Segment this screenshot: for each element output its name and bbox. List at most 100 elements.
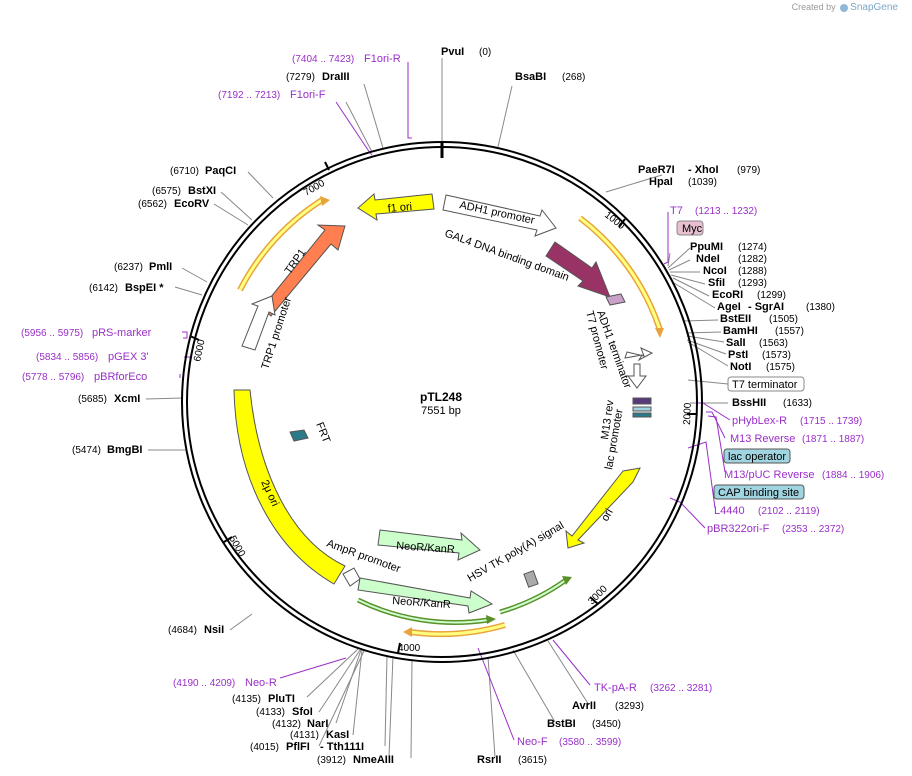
neo-kan-arrow-2 bbox=[357, 577, 494, 614]
primer-pos: (2353 .. 2372) bbox=[782, 524, 844, 535]
cap-box bbox=[632, 412, 652, 418]
enzyme-pos: (3912) bbox=[317, 755, 346, 766]
enzyme-name: NdeI bbox=[696, 253, 720, 265]
primer-name: pGEX 3' bbox=[108, 351, 149, 363]
hsv-polya-box bbox=[523, 570, 539, 588]
f1-ori-arrow bbox=[357, 193, 435, 222]
snapgene-logo-icon bbox=[840, 3, 849, 12]
enzyme-pos: (1575) bbox=[766, 362, 795, 373]
plasmid-size: 7551 bp bbox=[421, 405, 461, 417]
enzyme-pos: (3615) bbox=[518, 755, 547, 766]
primer-pos: (4190 .. 4209) bbox=[173, 678, 235, 689]
enzyme-pos: (3293) bbox=[615, 701, 644, 712]
enzyme-name: NmeAIII bbox=[353, 754, 394, 766]
enzyme-name: PaeR7I bbox=[638, 164, 675, 176]
enzyme-name: PstI bbox=[728, 349, 748, 361]
feature-frt-label: FRT bbox=[313, 421, 332, 445]
enzyme-pos: (1505) bbox=[769, 314, 798, 325]
enzyme-name: BspEI * bbox=[125, 282, 164, 294]
primer-name: M13/pUC Reverse bbox=[724, 469, 814, 481]
primer-name: M13 Reverse bbox=[730, 433, 795, 445]
enzyme-name: EcoRV bbox=[174, 198, 210, 210]
enzyme-name: XcmI bbox=[114, 393, 140, 405]
boxed-features: Myc T7 terminator lac operator CAP bindi… bbox=[676, 220, 805, 500]
primer-name: L4440 bbox=[714, 505, 745, 517]
adh1-terminator-box bbox=[605, 293, 626, 306]
ruler-ticks bbox=[189, 161, 697, 654]
feature-ori-label: ori bbox=[599, 507, 616, 524]
primer-name: Neo-F bbox=[517, 736, 548, 748]
primer-pos: (7404 .. 7423) bbox=[292, 54, 354, 65]
enzyme-name: DraIII bbox=[322, 71, 350, 83]
enzyme-pos: (4131) bbox=[290, 730, 319, 741]
enzyme-pos: (1293) bbox=[738, 278, 767, 289]
tick-2000: 2000 bbox=[682, 402, 694, 425]
enzyme-name: NarI bbox=[307, 718, 328, 730]
enzyme-pos: (1039) bbox=[688, 177, 717, 188]
enzyme-name: SfiI bbox=[708, 277, 725, 289]
enzyme-name: PvuI bbox=[441, 46, 464, 58]
left-enzymes: (7279) DraIII (6710) PaqCI (6575) BstXI … bbox=[72, 71, 394, 766]
t7-terminator-label: T7 terminator bbox=[732, 379, 798, 391]
enzyme-name: AvrII bbox=[572, 700, 596, 712]
enzyme-pos: (4684) bbox=[168, 625, 197, 636]
enzyme-pos: (6562) bbox=[138, 199, 167, 210]
m13rev-arrow bbox=[627, 363, 647, 389]
feature-m13rev-label: M13 rev bbox=[599, 399, 616, 441]
gal4-arrow bbox=[545, 241, 611, 298]
frt-box bbox=[289, 429, 309, 442]
feature-arcs bbox=[237, 196, 664, 638]
feature-hsv-polya-label: HSV TK poly(A) signal bbox=[466, 520, 567, 585]
tick-5000: 5000 bbox=[226, 534, 247, 559]
enzyme-pos: (1380) bbox=[806, 302, 835, 313]
enzyme-name: - Tth111I bbox=[320, 741, 364, 753]
adh1-promoter-arrow bbox=[442, 194, 557, 237]
enzyme-pos: (7279) bbox=[286, 72, 315, 83]
enzyme-pos: (4133) bbox=[256, 707, 285, 718]
neo-kan-arrow-1 bbox=[377, 529, 481, 561]
enzyme-name: PluTI bbox=[268, 693, 295, 705]
enzyme-name: BstEII bbox=[720, 313, 751, 325]
primer-pos: (1884 .. 1906) bbox=[822, 470, 884, 481]
feature-f1-ori-label: f1 ori bbox=[387, 201, 412, 215]
enzyme-name: BssHII bbox=[732, 397, 766, 409]
primer-name: pBR322ori-F bbox=[707, 523, 770, 535]
cap-binding-site-label: CAP binding site bbox=[718, 487, 799, 499]
primer-name: pRS-marker bbox=[92, 327, 152, 339]
enzyme-name: SfoI bbox=[292, 706, 313, 718]
enzyme-name: HpaI bbox=[649, 176, 673, 188]
enzyme-name: PflFI bbox=[286, 741, 310, 753]
trp1-promoter-arrow bbox=[241, 295, 276, 351]
enzyme-pos: (6710) bbox=[170, 166, 199, 177]
primer-pos: (3580 .. 3599) bbox=[559, 737, 621, 748]
enzyme-name: BsaBI bbox=[515, 71, 546, 83]
enzyme-pos: (6142) bbox=[89, 283, 118, 294]
enzyme-name: PmlI bbox=[149, 261, 172, 273]
enzyme-name: NotI bbox=[730, 361, 751, 373]
primer-pos: (1213 .. 1232) bbox=[695, 206, 757, 217]
enzyme-pos: (5474) bbox=[72, 445, 101, 456]
enzyme-name: SalI bbox=[726, 337, 746, 349]
2mu-ori-arrow bbox=[233, 389, 346, 585]
enzyme-pos: (1633) bbox=[783, 398, 812, 409]
enzyme-name: BstXI bbox=[188, 185, 216, 197]
primer-name: pBRforEco bbox=[94, 371, 147, 383]
lac-operator-label: lac operator bbox=[728, 451, 786, 463]
right-primers: T7 (1213 .. 1232) pHybLex-R (1715 .. 173… bbox=[517, 205, 884, 748]
enzyme-pos: (6575) bbox=[152, 186, 181, 197]
enzyme-name: NcoI bbox=[703, 265, 727, 277]
primer-name: TK-pA-R bbox=[594, 682, 637, 694]
top-enzymes: PvuI (0) BsaBI (268) bbox=[441, 46, 585, 83]
snapgene-credit: Created by SnapGene bbox=[792, 2, 898, 13]
trp1-arrow bbox=[261, 224, 346, 317]
primer-pos: (1715 .. 1739) bbox=[800, 416, 862, 427]
enzyme-name: RsrII bbox=[477, 754, 501, 766]
enzyme-pos: (979) bbox=[737, 165, 760, 176]
enzyme-pos: (3450) bbox=[592, 719, 621, 730]
enzyme-pos: (1563) bbox=[759, 338, 788, 349]
feature-neo-kan-2-label: NeoR/KanR bbox=[392, 595, 451, 611]
feature-arrows bbox=[233, 193, 654, 614]
tick-6000: 6000 bbox=[192, 338, 207, 362]
enzyme-pos: (1288) bbox=[738, 266, 767, 277]
